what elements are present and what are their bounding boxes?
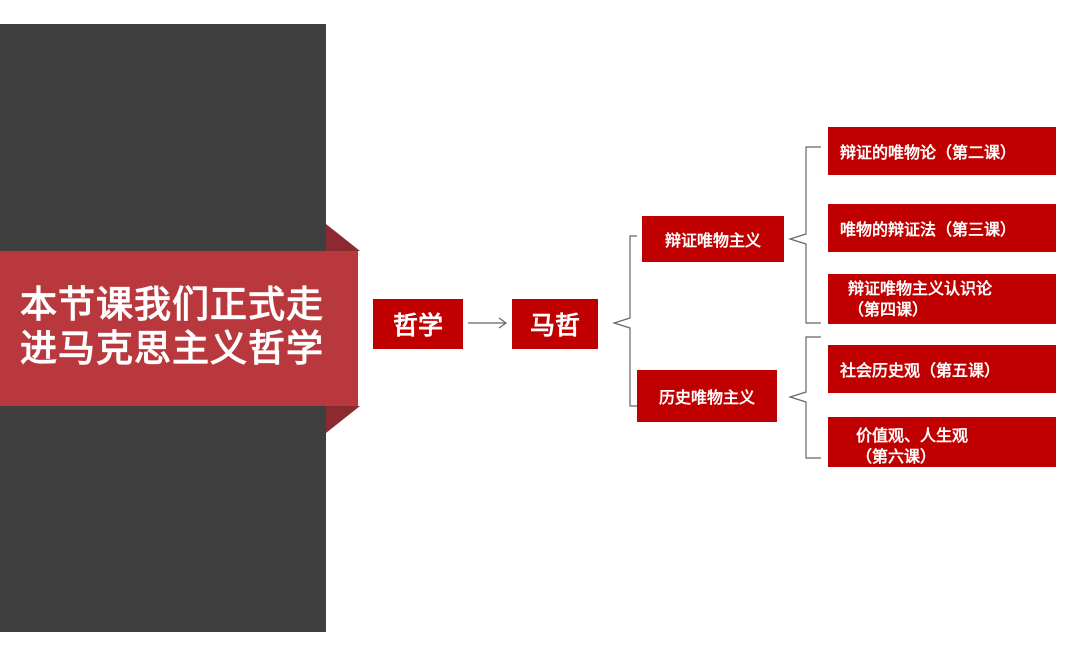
bracket-marxism: [611, 235, 637, 407]
leaf-lesson-6-line-1: 价值观、人生观: [856, 426, 969, 445]
leaf-lesson-4-line-1: 辩证唯物主义认识论: [848, 279, 993, 298]
leaf-lesson-2-label: 辩证的唯物论（第二课）: [840, 143, 1017, 162]
node-historical-materialism: 历史唯物主义: [637, 370, 777, 422]
node-philosophy: 哲学: [373, 299, 463, 349]
ribbon-fold-top: [326, 224, 360, 251]
leaf-lesson-6: 价值观、人生观 （第六课）: [828, 417, 1056, 467]
node-marxism: 马哲: [512, 299, 598, 349]
leaf-lesson-3-label: 唯物的辩证法（第三课）: [840, 220, 1017, 239]
leaf-lesson-3: 唯物的辩证法（第三课）: [828, 204, 1056, 252]
leaf-lesson-2: 辩证的唯物论（第二课）: [828, 127, 1056, 175]
leaf-lesson-5-label: 社会历史观（第五课）: [840, 361, 1001, 380]
node-historical-label: 历史唯物主义: [658, 388, 755, 407]
leaf-lesson-4-line-2: （第四课）: [848, 300, 929, 319]
arrow-head: [498, 317, 508, 329]
title-line-2: 进马克思主义哲学: [20, 327, 324, 370]
leaf-lesson-4: 辩证唯物主义认识论 （第四课）: [828, 274, 1056, 324]
node-philosophy-label: 哲学: [392, 311, 443, 340]
node-dialectical-materialism: 辩证唯物主义: [642, 216, 784, 262]
title-ribbon: 本节课我们正式走 进马克思主义哲学: [0, 251, 358, 406]
node-marxism-label: 马哲: [529, 311, 580, 340]
node-dialectical-label: 辩证唯物主义: [664, 231, 761, 250]
title-line-1: 本节课我们正式走: [20, 283, 324, 326]
leaf-lesson-6-line-2: （第六课）: [856, 447, 937, 466]
ribbon-fold-bottom: [326, 406, 360, 433]
bracket-dialectical: [787, 146, 821, 324]
bracket-historical: [787, 336, 821, 459]
leaf-lesson-5: 社会历史观（第五课）: [828, 345, 1056, 393]
